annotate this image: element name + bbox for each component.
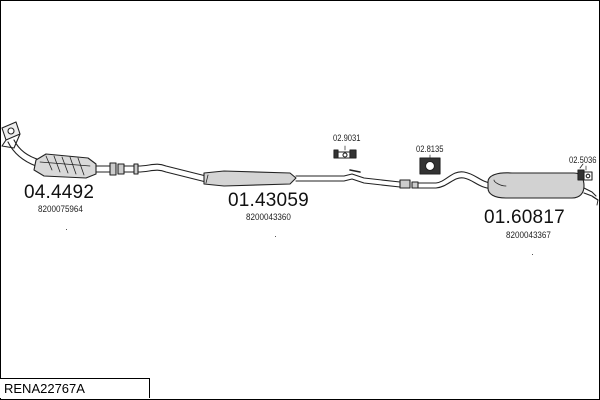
marker-dot	[66, 229, 67, 230]
title-box: RENA22767A	[0, 378, 150, 398]
part-number-hanger-9031: 02.9031	[333, 133, 361, 144]
part-number-hanger-5036: 02.5036	[569, 155, 597, 166]
diagram-title: RENA22767A	[4, 381, 85, 396]
marker-dot	[532, 254, 533, 255]
part-number-middle-silencer: 01.43059	[228, 190, 309, 211]
part-number-hanger-8135: 02.8135	[416, 144, 444, 155]
oem-number-rear-silencer: 8200043367	[506, 230, 551, 241]
oem-number-middle-silencer: 8200043360	[246, 212, 291, 223]
middle-silencer-part[interactable]	[137, 163, 419, 189]
marker-dot	[275, 236, 276, 237]
part-number-catalytic: 04.4492	[24, 182, 95, 203]
rear-silencer-part[interactable]	[417, 171, 599, 206]
oem-number-catalytic: 8200075964	[38, 204, 83, 215]
hanger-5036-part[interactable]	[577, 163, 593, 181]
pipe-joint[interactable]	[123, 163, 139, 175]
hanger-9031-part[interactable]	[333, 149, 357, 159]
hanger-8135-part[interactable]	[419, 157, 441, 175]
catalytic-converter-part[interactable]	[1, 121, 125, 179]
part-number-rear-silencer: 01.60817	[484, 207, 565, 228]
